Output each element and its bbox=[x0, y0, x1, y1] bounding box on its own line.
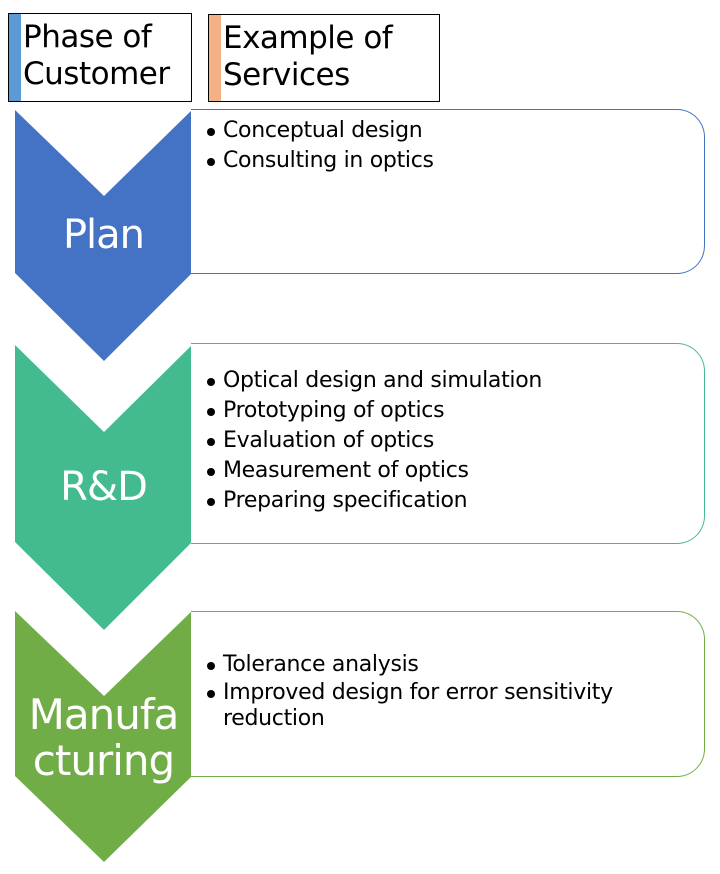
service-item: Evaluation of optics bbox=[205, 426, 542, 456]
service-item: Conceptual design bbox=[205, 116, 434, 146]
bullet-icon bbox=[207, 378, 215, 386]
service-item: Tolerance analysis bbox=[205, 650, 675, 680]
services-box-rnd: Optical design and simulation Prototypin… bbox=[191, 343, 705, 544]
legend-swatch-orange bbox=[209, 15, 221, 101]
legend-label-services: Example of Services bbox=[223, 20, 393, 93]
bullet-icon bbox=[207, 498, 215, 506]
legend-phase-of-customer: Phase of Customer bbox=[8, 13, 192, 102]
bullet-icon bbox=[207, 158, 215, 166]
phase-label-plan: Plan bbox=[62, 212, 145, 258]
service-item: Consulting in optics bbox=[205, 146, 434, 176]
chevron-plan bbox=[15, 110, 192, 361]
service-item: Measurement of optics bbox=[205, 456, 542, 486]
chevron-rnd bbox=[15, 345, 192, 630]
bullet-icon bbox=[207, 408, 215, 416]
service-item: Prototyping of optics bbox=[205, 396, 542, 426]
services-list-rnd: Optical design and simulation Prototypin… bbox=[205, 366, 542, 516]
service-item: Optical design and simulation bbox=[205, 366, 542, 396]
phase-label-rnd: R&D bbox=[60, 464, 148, 510]
bullet-icon bbox=[207, 468, 215, 476]
phase-label-manufacturing: Manufa cturing bbox=[28, 690, 180, 785]
services-box-plan: Conceptual design Consulting in optics bbox=[191, 109, 705, 274]
bullet-icon bbox=[207, 438, 215, 446]
service-item: Preparing specification bbox=[205, 486, 542, 516]
legend-example-of-services: Example of Services bbox=[208, 14, 440, 102]
services-list-plan: Conceptual design Consulting in optics bbox=[205, 116, 434, 176]
legend-label-phase: Phase of Customer bbox=[23, 19, 170, 92]
bullet-icon bbox=[207, 662, 215, 670]
services-list-manufacturing: Tolerance analysis Improved design for e… bbox=[205, 650, 675, 732]
service-item: Improved design for error sensitivity re… bbox=[205, 680, 675, 732]
chevron-manufacturing bbox=[15, 611, 192, 862]
bullet-icon bbox=[207, 128, 215, 136]
legend-swatch-blue bbox=[9, 14, 21, 101]
services-box-manufacturing: Tolerance analysis Improved design for e… bbox=[191, 611, 705, 777]
bullet-icon bbox=[207, 690, 215, 698]
